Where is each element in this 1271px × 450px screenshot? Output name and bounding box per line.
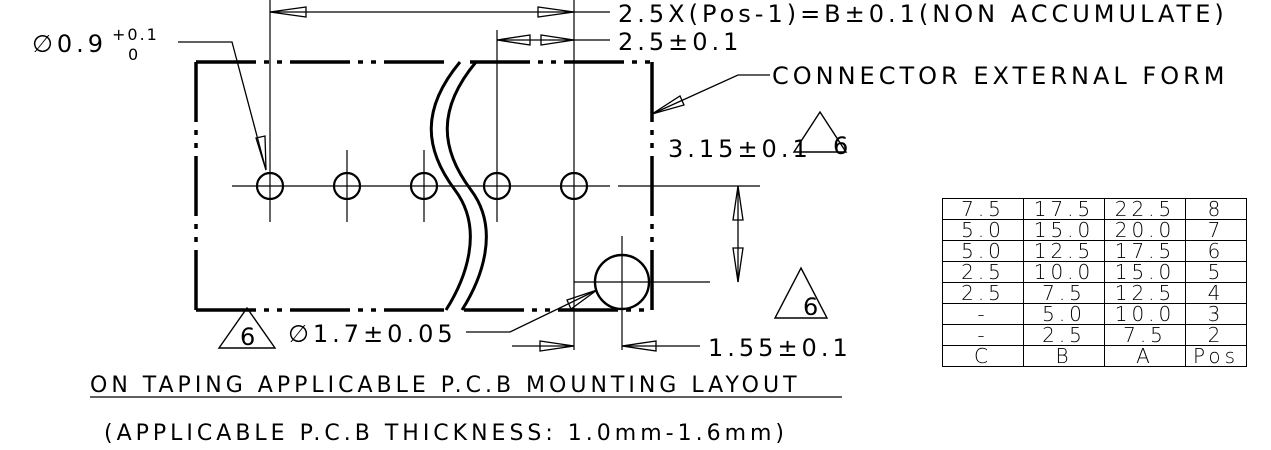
table-cell: - [942,303,1024,325]
note-triangles [217,110,848,349]
table-cell: 7.5 [1023,282,1105,304]
pitch-single-label: 2.5±0.1 [618,28,742,56]
table-cell: 6 [1185,240,1247,262]
pitch-total-label: 2.5X(Pos-1)=B±0.1(NON ACCUMULATE) [618,0,1228,28]
table-cell: 5.0 [942,240,1024,262]
vertical-offset-label: 3.15±0.1 [668,135,812,163]
note-number-6: 6 [240,323,255,351]
table-cell: 5.0 [1023,303,1105,325]
note-number-6: 6 [833,132,848,160]
table-header-row: C B A Pos [942,345,1247,367]
table-cell: 15.0 [1104,261,1186,283]
table-cell: 7.5 [1104,324,1186,346]
table-cell: 15.0 [1023,219,1105,241]
table-cell: 7.5 [942,198,1024,220]
table-header-cell: Pos [1185,345,1247,367]
table-cell: 10.0 [1023,261,1105,283]
table-row: 5.0 15.0 20.0 7 [942,219,1247,241]
table-cell: 20.0 [1104,219,1186,241]
fixing-hole [593,253,651,311]
dimension-lines [90,6,842,398]
table-cell: 3 [1185,303,1247,325]
table-header-cell: B [1023,345,1105,367]
note-number-6: 6 [803,293,818,321]
table-cell: 2.5 [942,261,1024,283]
pin-hole [255,171,285,201]
table-row: 5.0 12.5 17.5 6 [942,240,1247,262]
hole-tol-upper: +0.1 [112,25,159,44]
table-cell: 10.0 [1104,303,1186,325]
position-dimension-table: 7.5 17.5 22.5 8 5.0 15.0 20.0 7 5.0 12.5… [942,198,1247,367]
table-cell: 2.5 [942,282,1024,304]
table-row: 7.5 17.5 22.5 8 [942,198,1247,220]
caption-main: ON TAPING APPLICABLE P.C.B MOUNTING LAYO… [90,373,801,398]
break-lines [429,61,488,311]
table-cell: 8 [1185,198,1247,220]
table-row: 2.5 10.0 15.0 5 [942,261,1247,283]
table-cell: 17.5 [1104,240,1186,262]
center-lines [232,0,760,350]
table-cell: 2.5 [1023,324,1105,346]
edge-offset-label: 1.55±0.1 [708,334,852,362]
table-row: - 2.5 7.5 2 [942,324,1247,346]
pin-hole [482,171,512,201]
table-header-cell: A [1104,345,1186,367]
table-cell: 5.0 [942,219,1024,241]
table-cell: - [942,324,1024,346]
table-header-cell: C [942,345,1024,367]
table-cell: 7 [1185,219,1247,241]
table-row: 2.5 7.5 12.5 4 [942,282,1247,304]
hole-tol-lower: 0 [128,45,140,64]
table-cell: 4 [1185,282,1247,304]
table-cell: 5 [1185,261,1247,283]
pin-hole [409,171,439,201]
table-cell: 22.5 [1104,198,1186,220]
table-row: - 5.0 10.0 3 [942,303,1247,325]
pin-hole [332,171,362,201]
caption-sub: (APPLICABLE P.C.B THICKNESS: 1.0mm-1.6mm… [104,421,788,446]
table-cell: 17.5 [1023,198,1105,220]
table-cell: 12.5 [1104,282,1186,304]
pin-hole [559,171,589,201]
pin-holes [255,171,589,201]
big-hole-diameter-label: ∅1.7±0.05 [288,320,457,348]
connector-form-label: CONNECTOR EXTERNAL FORM [772,62,1228,90]
hole-diameter-label: ∅0.9 [32,30,107,58]
table-cell: 12.5 [1023,240,1105,262]
table-cell: 2 [1185,324,1247,346]
